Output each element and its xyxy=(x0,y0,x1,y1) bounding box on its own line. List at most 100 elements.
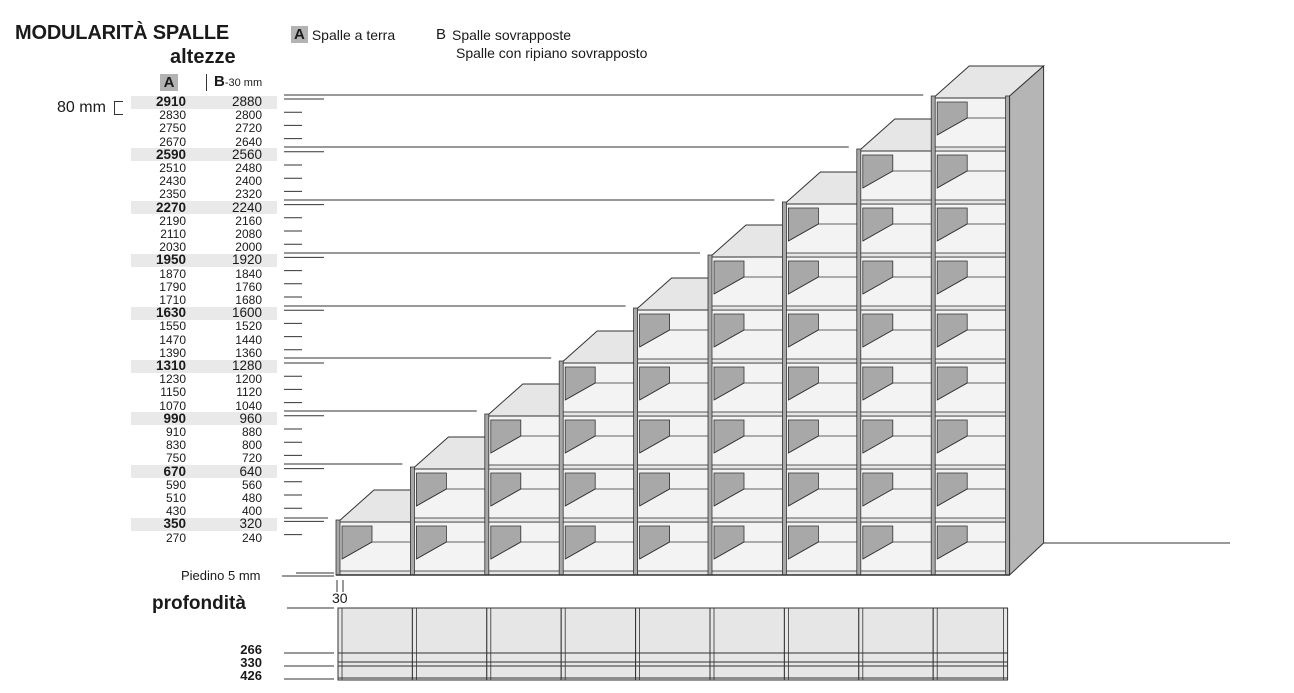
height-value-b: 2240 xyxy=(231,199,262,215)
shelf-depth-line xyxy=(937,435,968,454)
height-value-b: 1440 xyxy=(235,332,262,347)
height-value-b: 1760 xyxy=(235,279,262,294)
shelf-depth-line xyxy=(788,329,819,348)
shelf-board xyxy=(932,146,1009,152)
plan-module xyxy=(932,607,1009,681)
column-header-b: B-30 mm xyxy=(214,73,262,90)
column-header-b-suffix: -30 mm xyxy=(224,77,263,89)
shelf-board xyxy=(932,464,1009,470)
shelf-board xyxy=(858,411,934,417)
upright-panel xyxy=(707,254,713,576)
shelf-board xyxy=(858,252,934,258)
shelf-depth-line xyxy=(416,541,447,560)
upright-panel xyxy=(782,201,787,576)
offset-label: 80 mm xyxy=(57,99,106,116)
height-highlight-band xyxy=(131,253,277,267)
height-value-b: 400 xyxy=(241,504,262,519)
height-value-b: 1680 xyxy=(235,293,262,307)
height-value-b: 640 xyxy=(239,463,262,479)
height-highlight-band xyxy=(131,517,277,531)
shelf-depth-line xyxy=(862,329,893,348)
height-value-b: 2400 xyxy=(235,174,262,189)
shelf-depth-line xyxy=(937,223,968,242)
height-value-a: 510 xyxy=(165,491,186,505)
height-value-a: 750 xyxy=(165,451,186,466)
shelf-board xyxy=(784,464,860,470)
shelf-depth-line xyxy=(937,276,968,295)
height-value-a: 270 xyxy=(165,530,186,545)
height-value-b: 960 xyxy=(239,410,262,426)
shelf-depth-line xyxy=(862,488,893,507)
height-value-b: 1120 xyxy=(236,385,262,400)
shelf-depth-line xyxy=(788,223,819,242)
shelf-board xyxy=(932,305,1009,311)
plan-module xyxy=(560,607,637,681)
shelf-board xyxy=(932,252,1009,258)
height-value-b: 880 xyxy=(241,425,262,439)
height-value-a: 2510 xyxy=(159,161,186,175)
column-header-a: A xyxy=(160,74,178,91)
height-value-a: 1390 xyxy=(159,345,186,360)
plan-module xyxy=(783,607,860,681)
column-header-b-letter: B xyxy=(214,73,225,90)
legend-badge-a: A xyxy=(291,26,308,43)
height-value-a: 670 xyxy=(163,463,186,479)
height-highlight-band xyxy=(131,359,277,373)
shelf-depth-line xyxy=(639,382,670,401)
height-value-b: 2080 xyxy=(235,227,262,241)
height-value-a: 430 xyxy=(165,504,186,519)
shelf-board xyxy=(709,411,785,417)
height-highlight-band xyxy=(131,412,277,426)
height-value-b: 2480 xyxy=(235,161,262,175)
height-highlight-band xyxy=(131,465,277,479)
height-value-b: 1840 xyxy=(235,266,262,281)
shelf-board xyxy=(560,411,637,417)
legend-item-a: A Spalle a terra xyxy=(291,26,395,43)
height-value-a: 990 xyxy=(163,410,186,426)
height-value-b: 2880 xyxy=(231,94,262,109)
height-value-a: 2670 xyxy=(159,134,186,149)
height-value-b: 2640 xyxy=(235,134,262,149)
column-separator xyxy=(206,74,207,91)
depth-value: 330 xyxy=(240,655,262,670)
shelf-depth-line xyxy=(565,541,596,560)
height-value-a: 2590 xyxy=(155,146,186,162)
shelf-board xyxy=(486,464,562,470)
shelf-depth-line xyxy=(862,276,893,295)
shelf-depth-line xyxy=(937,382,968,401)
height-value-b: 2800 xyxy=(235,108,262,123)
height-value-a: 1310 xyxy=(155,358,186,373)
height-value-a: 830 xyxy=(165,438,186,453)
shelf-board xyxy=(635,517,711,523)
shelf-board xyxy=(858,305,934,311)
shelf-depth-line xyxy=(490,541,521,560)
height-value-b: 1360 xyxy=(235,345,262,360)
heights-subtitle: altezze xyxy=(170,46,236,68)
shelf-depth-line xyxy=(788,541,819,560)
height-value-a: 2110 xyxy=(160,227,186,241)
shelf-board xyxy=(709,358,785,364)
height-value-a: 1470 xyxy=(159,332,186,347)
height-highlight-band xyxy=(131,306,277,320)
shelf-board xyxy=(635,464,711,470)
plan-module xyxy=(635,607,711,681)
height-value-b: 2160 xyxy=(235,213,262,228)
shelf-board xyxy=(709,464,785,470)
shelf-board xyxy=(784,252,860,258)
shelf-board xyxy=(635,358,711,364)
shelf-board xyxy=(411,517,488,523)
height-highlight-band xyxy=(131,95,277,109)
height-value-b: 240 xyxy=(241,530,262,545)
height-value-a: 1550 xyxy=(159,319,186,334)
height-value-b: 720 xyxy=(241,451,262,466)
depth-value: 426 xyxy=(240,668,262,683)
upright-panel xyxy=(633,307,638,576)
height-value-a: 2350 xyxy=(159,187,186,202)
side-panel xyxy=(1009,64,1045,577)
height-value-b: 2720 xyxy=(235,121,262,136)
shelf-depth-line xyxy=(862,223,893,242)
height-value-a: 1790 xyxy=(159,279,186,294)
height-value-a: 1950 xyxy=(155,252,186,268)
piedino-label: Piedino 5 mm xyxy=(181,568,261,583)
shelf-board xyxy=(709,517,785,523)
